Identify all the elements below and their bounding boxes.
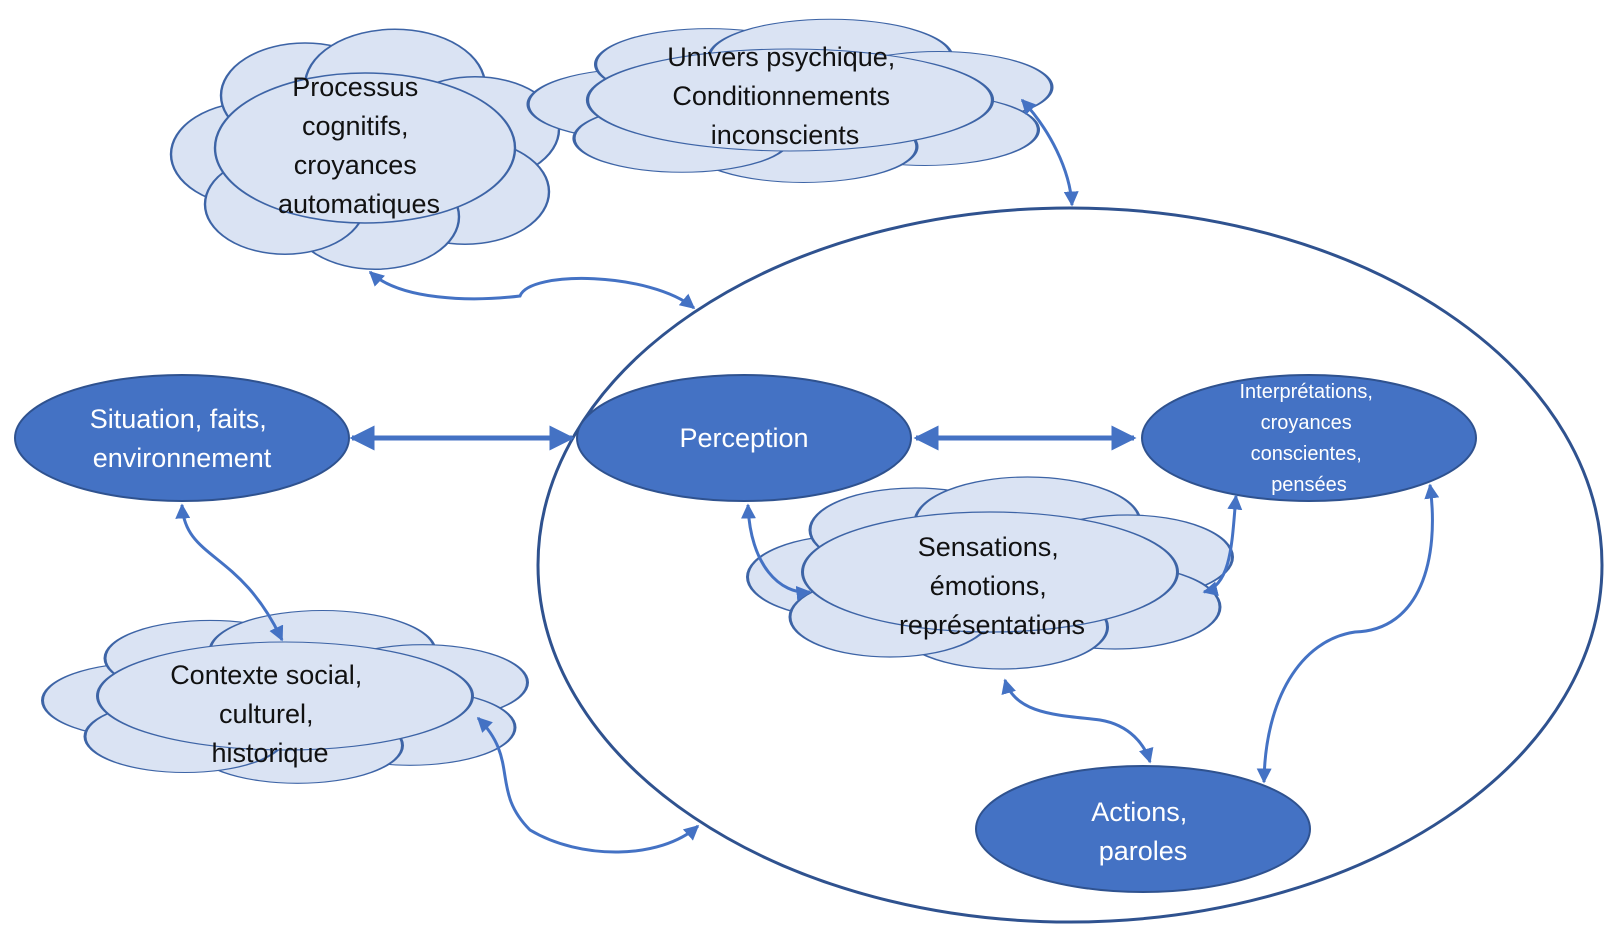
actions-label: Actions, paroles	[1091, 797, 1195, 866]
processus-label: Processus cognitifs, croyances automatiq…	[278, 72, 440, 219]
oval-perception	[576, 374, 912, 502]
arrow-situation-contexte	[175, 503, 284, 642]
arrow-perception-sensations	[740, 503, 812, 601]
arrow-interpretations-actions	[1256, 483, 1440, 784]
arrow-interpretations-sensations	[1202, 494, 1243, 596]
arrow-processus-self	[368, 270, 696, 310]
sensations-label: Sensations, émotions, représentations	[899, 532, 1085, 640]
arrow-univers-self	[1020, 98, 1079, 207]
univers-label: Univers psychique, Conditionnements inco…	[667, 42, 903, 150]
arrow-contexte-self	[476, 716, 700, 854]
oval-situation	[14, 374, 350, 502]
arrow-sensations-actions	[1001, 678, 1154, 764]
contexte-label: Contexte social, culturel, historique	[170, 660, 370, 768]
interpretations-label: Interprétations, croyances conscientes, …	[1240, 381, 1379, 496]
situation-label: Situation, faits, environnement	[90, 404, 275, 473]
oval-actions	[975, 765, 1311, 893]
self-boundary-ellipse	[536, 206, 1604, 924]
perception-label: Perception	[679, 423, 808, 453]
